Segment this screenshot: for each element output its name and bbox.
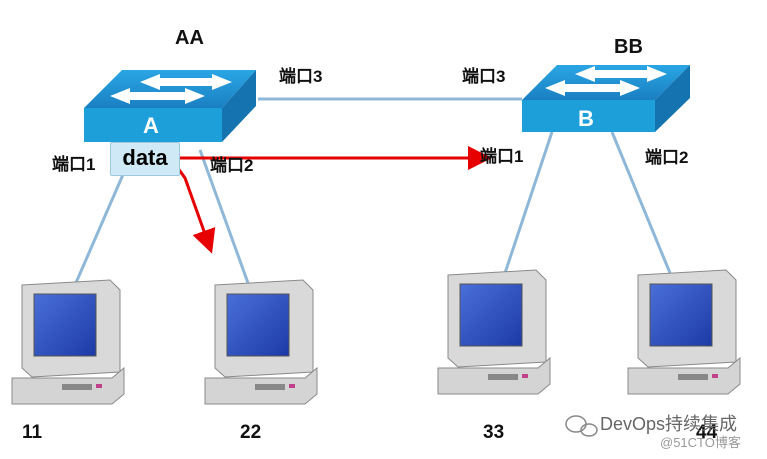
watermark-title: DevOps持续集成 (600, 414, 738, 434)
computer-44-label: 44 (696, 422, 718, 443)
port-label-b3: 端口3 (462, 67, 506, 86)
port-label-b2: 端口2 (645, 148, 689, 167)
port-label-b1: 端口1 (480, 147, 524, 166)
switch-aa-name: AA (175, 27, 204, 49)
chat-icon (565, 415, 598, 437)
switch-arrows-icon (110, 74, 232, 104)
links (73, 97, 672, 286)
computer-11[interactable] (11, 279, 125, 405)
port-label-a3: 端口3 (279, 67, 323, 86)
switch-bb-name: BB (614, 36, 643, 58)
computer-22-label: 22 (240, 422, 262, 443)
link-aa-22 (198, 149, 250, 284)
switch-bb-letter: B (578, 106, 594, 131)
computer-44[interactable] (627, 269, 741, 395)
port-label-a2: 端口2 (210, 156, 254, 175)
computer-11-label: 11 (22, 422, 43, 443)
watermark-site: @51CTO博客 (660, 435, 741, 450)
link-aa-11 (73, 169, 127, 286)
link-bb-44 (610, 131, 672, 274)
data-packet: data (110, 142, 180, 176)
switch-bb[interactable] (522, 65, 690, 132)
computer-33[interactable] (437, 269, 551, 395)
computer-22[interactable] (204, 279, 318, 405)
computer-33-label: 33 (483, 422, 505, 443)
port-label-a1: 端口1 (52, 155, 96, 174)
switch-aa-letter: A (143, 113, 159, 138)
switch-aa[interactable] (84, 70, 256, 142)
link-bb-33 (503, 131, 554, 274)
switch-arrows-icon (545, 66, 667, 96)
